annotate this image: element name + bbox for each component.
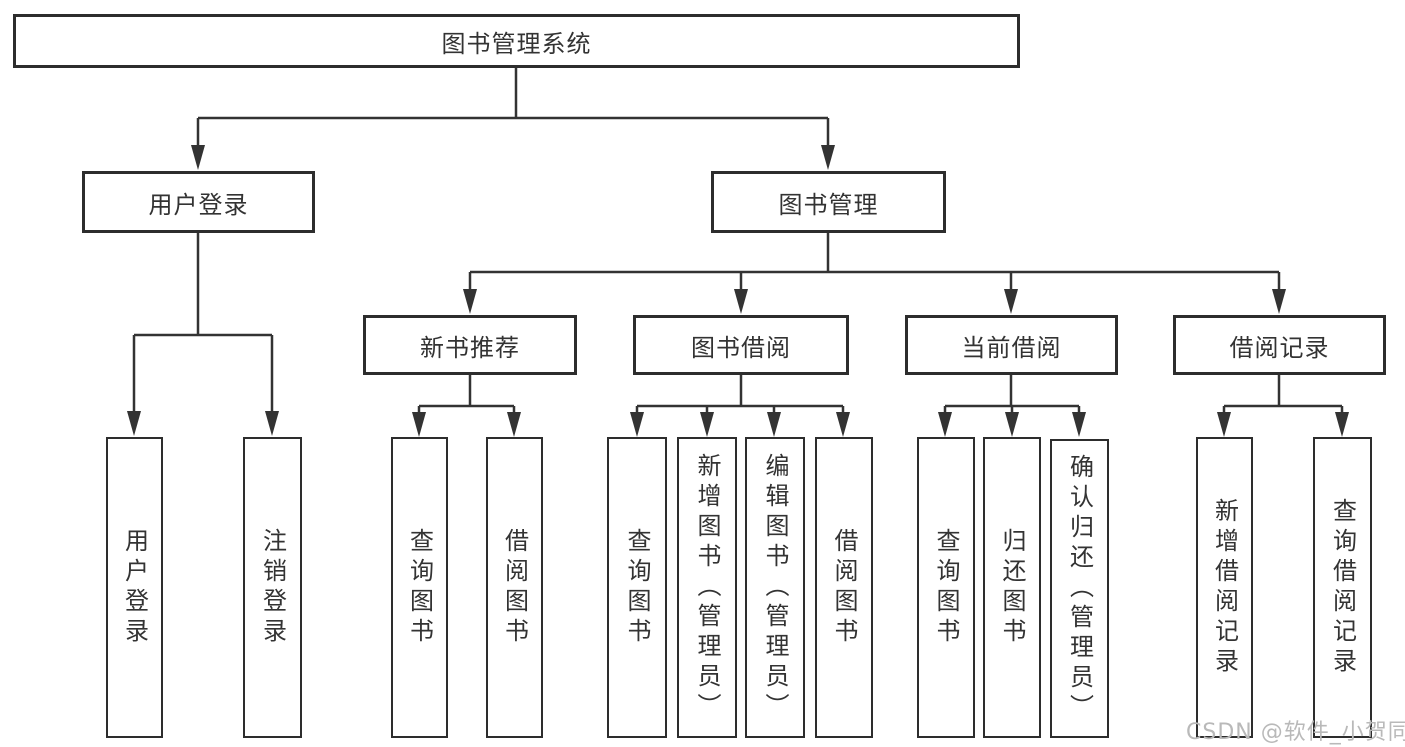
leaf-confirm-return-admin: 确认归还（管理员） — [1050, 439, 1109, 738]
connector-book-borrow-branch — [630, 375, 850, 437]
leaf-user-login: 用户登录 — [106, 437, 163, 738]
connector-borrow-record-branch — [1217, 375, 1349, 437]
leaf-add-book-admin: 新增图书（管理员） — [677, 437, 737, 738]
leaf-add-borrow-record: 新增借阅记录 — [1196, 437, 1253, 738]
node-label: 借阅记录 — [1229, 333, 1330, 362]
node-user-login: 用户登录 — [82, 171, 315, 233]
node-label: 图书管理 — [778, 190, 879, 219]
leaf-query-books-current: 查询图书 — [917, 437, 975, 738]
node-book-borrowing: 图书借阅 — [633, 315, 849, 375]
leaf-label: 用户登录 — [120, 527, 149, 648]
connector-new-book-branch — [412, 375, 521, 437]
leaf-return-books: 归还图书 — [983, 437, 1041, 738]
node-current-borrowing: 当前借阅 — [905, 315, 1118, 375]
connector-user-login-branch — [127, 233, 279, 436]
leaf-label: 确认归还（管理员） — [1065, 453, 1094, 724]
leaf-label: 注销登录 — [258, 527, 287, 648]
leaf-label: 新增图书（管理员） — [693, 452, 721, 723]
node-label: 图书借阅 — [691, 333, 791, 362]
connector-root-to-level2 — [191, 68, 835, 170]
leaf-label: 新增借阅记录 — [1210, 497, 1239, 678]
node-label: 当前借阅 — [961, 333, 1062, 362]
leaf-label: 查询图书 — [623, 527, 651, 648]
leaf-label: 查询借阅记录 — [1328, 497, 1357, 678]
leaf-label: 查询图书 — [932, 527, 960, 648]
connector-current-borrow-branch — [938, 375, 1086, 437]
node-borrowing-records: 借阅记录 — [1173, 315, 1386, 375]
leaf-label: 查询图书 — [405, 527, 434, 648]
leaf-borrow-books: 借阅图书 — [815, 437, 873, 738]
leaf-label: 借阅图书 — [500, 527, 529, 648]
leaf-logout: 注销登录 — [243, 437, 302, 738]
node-root-library-system: 图书管理系统 — [13, 14, 1020, 68]
node-book-management: 图书管理 — [711, 171, 946, 233]
node-label: 图书管理系统 — [441, 29, 592, 58]
node-label: 用户登录 — [148, 190, 249, 219]
leaf-label: 编辑图书（管理员） — [761, 452, 789, 723]
node-label: 新书推荐 — [420, 333, 520, 362]
leaf-edit-book-admin: 编辑图书（管理员） — [745, 437, 805, 738]
csdn-watermark: CSDN @软件_小贺同学 — [1186, 720, 1405, 745]
connector-book-mgmt-to-level3 — [463, 233, 1286, 314]
leaf-query-books-recommend: 查询图书 — [391, 437, 448, 738]
leaf-query-borrow-record: 查询借阅记录 — [1313, 437, 1372, 738]
leaf-label: 归还图书 — [998, 527, 1026, 648]
node-new-book-recommendation: 新书推荐 — [363, 315, 577, 375]
leaf-borrow-books-recommend: 借阅图书 — [486, 437, 543, 738]
leaf-label: 借阅图书 — [830, 527, 858, 648]
leaf-query-books-borrow: 查询图书 — [607, 437, 667, 738]
